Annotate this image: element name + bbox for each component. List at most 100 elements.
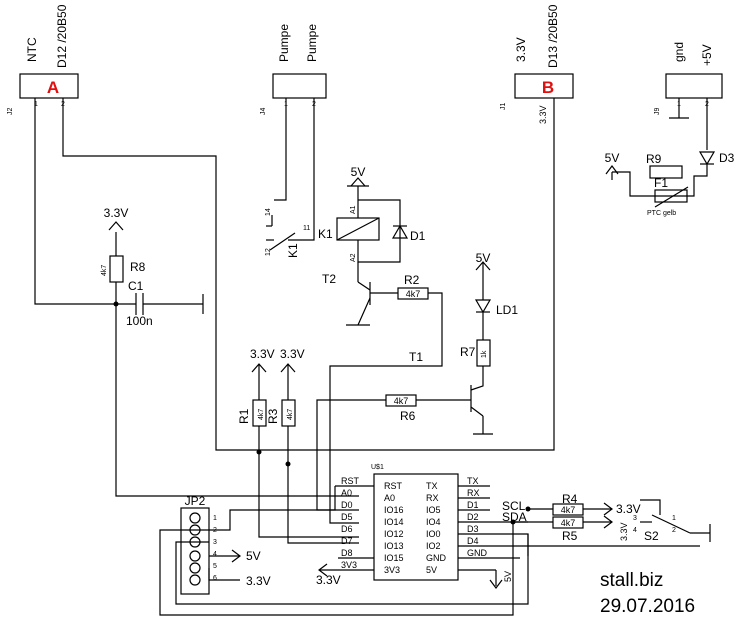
- ic-pin-right-3: IO4: [426, 517, 441, 527]
- r4-supply-label: 3.3V: [616, 502, 641, 516]
- connector-j9-ref: J9: [654, 108, 661, 116]
- ic-net-right-1: RX: [467, 488, 480, 498]
- ic-pin-right-0: TX: [426, 481, 438, 491]
- connector-j2: A J2 1 2 NTC D12 /20B50: [7, 4, 79, 115]
- ptc-label: PTC gelb: [647, 210, 676, 217]
- sda-label: SDA: [502, 510, 527, 524]
- k1-a1: A1: [350, 205, 357, 214]
- ic-3v3-label: 3.3V: [316, 573, 341, 587]
- k1-supply-label: 5V: [351, 165, 366, 179]
- r7-ref: R7: [460, 345, 476, 359]
- connector-j4-label1: Pumpe: [277, 24, 291, 62]
- connector-j9-label1: gnd: [672, 42, 686, 62]
- k1-pin14: 14: [265, 208, 272, 216]
- jp2-pin5: 5: [213, 563, 217, 570]
- ic-5v-label: 5V: [503, 571, 513, 582]
- wires: [34, 98, 716, 616]
- t1-ref: T1: [409, 350, 423, 364]
- r8-supply-label: 3.3V: [104, 206, 129, 220]
- c1-value: 100n: [126, 314, 153, 328]
- ic-net-right-6: GND: [467, 548, 488, 558]
- ic-net-right-5: D4: [467, 536, 479, 546]
- ic-net-right-2: D1: [467, 500, 479, 510]
- ic-pin-left-6: IO15: [384, 553, 404, 563]
- ic-pin-left-7: 3V3: [384, 565, 400, 575]
- jp2-pin2: 2: [213, 527, 217, 534]
- connector-j1-marker: B: [542, 78, 554, 97]
- r7-value: 1k: [481, 350, 488, 358]
- ic-net-right-4: D3: [467, 524, 479, 534]
- connector-j1-ref: J1: [500, 103, 507, 111]
- connector-j1-label1: 3.3V: [514, 37, 528, 62]
- ic-pin-right-4: IO0: [426, 529, 441, 539]
- c1-ref: C1: [128, 279, 144, 293]
- connector-j1-label2: D13 /20B50: [546, 4, 560, 68]
- connector-j2-label2: D12 /20B50: [55, 4, 69, 68]
- connector-j2-label1: NTC: [25, 37, 39, 62]
- t2-ref: T2: [322, 272, 336, 286]
- s2-pin1: 1: [672, 515, 676, 522]
- ic-pin-left-0: RST: [384, 481, 403, 491]
- jp2-pin3: 3: [213, 539, 217, 546]
- jp2-pin1: 1: [213, 515, 217, 522]
- jp2-5v-label: 5V: [246, 549, 261, 563]
- ic-u1: U$1 RST A0 IO16 IO14 IO12 IO13 IO15 3V3 …: [341, 464, 488, 575]
- k1-pin11: 11: [303, 225, 310, 232]
- ic-ref: U$1: [371, 464, 384, 471]
- connector-j2-pin1: 1: [34, 101, 38, 108]
- ic-net-left-3: D5: [341, 512, 353, 522]
- k1-pin12: 12: [265, 248, 272, 256]
- ic-net-left-7: 3V3: [341, 560, 357, 570]
- r8-ref: R8: [130, 260, 146, 274]
- ld1-ref: LD1: [496, 303, 518, 317]
- ic-net-left-5: D7: [341, 536, 353, 546]
- connector-j1: B J1 3.3V D13 /20B50 3.3V: [500, 4, 574, 124]
- r9-ref: R9: [646, 152, 662, 166]
- r1-supply-label: 3.3V: [250, 347, 275, 361]
- d3-ref: D3: [719, 151, 735, 165]
- ic-net-left-1: A0: [341, 488, 352, 498]
- led-supply-label: 5V: [476, 251, 491, 265]
- ic-pin-left-5: IO13: [384, 541, 404, 551]
- r6-value: 4k7: [394, 396, 409, 406]
- ic-pin-right-7: 5V: [426, 565, 437, 575]
- r2-ref: R2: [404, 273, 420, 287]
- ic-pin-left-2: IO16: [384, 505, 404, 515]
- s2-pin4: 4: [633, 527, 637, 534]
- ic-pin-right-5: IO2: [426, 541, 441, 551]
- ic-net-left-0: RST: [341, 476, 360, 486]
- r3-value: 4k7: [287, 409, 294, 420]
- r5-supply-label: 3.3V: [619, 522, 629, 541]
- connector-j4: J4 1 2 Pumpe Pumpe: [260, 24, 327, 116]
- connector-j2-marker: A: [47, 78, 59, 97]
- s2-pin2: 2: [672, 527, 676, 534]
- ic-pin-right-6: GND: [426, 553, 447, 563]
- s2-ref: S2: [644, 529, 659, 543]
- k1-ref: K1: [318, 227, 333, 241]
- footer-site: stall.biz: [600, 570, 663, 591]
- r1-value: 4k7: [258, 409, 265, 420]
- s2-pin3: 3: [633, 515, 637, 522]
- ic-pin-left-1: A0: [384, 493, 395, 503]
- ic-pin-left-3: IO14: [384, 517, 404, 527]
- r9-supply-label: 5V: [605, 151, 620, 165]
- r3-supply-label: 3.3V: [280, 347, 305, 361]
- connector-j9: J9 1 2 gnd +5V: [654, 42, 723, 116]
- ic-net-left-6: D8: [341, 548, 353, 558]
- r8-value: 4k7: [101, 265, 108, 276]
- connector-j4-label2: Pumpe: [305, 24, 319, 62]
- component-labels: 3.3V R8 4k7 C1 100n 5V A1 A2 K1 K1 D1 14…: [101, 151, 735, 588]
- r1-ref: R1: [237, 408, 251, 424]
- r6-ref: R6: [400, 409, 416, 423]
- ic-pin-right-1: RX: [426, 493, 439, 503]
- ic-net-left-2: D0: [341, 500, 353, 510]
- ic-pin-right-2: IO5: [426, 505, 441, 515]
- r5-ref: R5: [562, 529, 578, 543]
- r4-ref: R4: [562, 492, 578, 506]
- f1-ref: F1: [654, 176, 668, 190]
- ic-pin-left-4: IO12: [384, 529, 404, 539]
- connector-j1-rail: 3.3V: [538, 105, 548, 124]
- connector-j4-ref: J4: [260, 108, 267, 116]
